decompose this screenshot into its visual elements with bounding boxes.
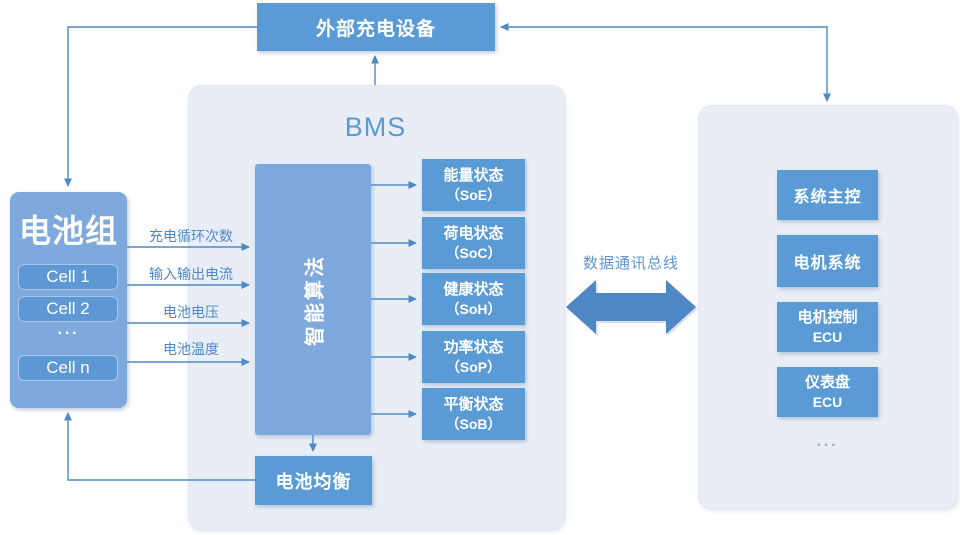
battery-cell-1-label: Cell 1 <box>46 267 90 286</box>
signal-label-charge-cycles: 充电循环次数 <box>149 228 233 244</box>
data-bus-arrow <box>566 280 698 336</box>
vehicle-item-motor-control-ecu: 电机控制 ECU <box>777 302 878 352</box>
state-soh-abbr: （SoH） <box>445 300 502 317</box>
algorithm-label: 智能算法 <box>304 253 327 346</box>
algorithm-box: 智能算法 <box>255 164 371 435</box>
state-box-sob: 平衡状态 （SoB） <box>422 388 525 440</box>
state-sop-name: 功率状态 <box>443 339 504 357</box>
battery-cell-2: Cell 2 <box>18 296 118 322</box>
vehicle-item-system-master-label: 系统主控 <box>793 189 862 206</box>
vehicle-item-motor-system: 电机系统 <box>777 235 878 287</box>
battery-pack-box: 电池组 Cell 1 Cell 2 ··· Cell n <box>10 192 127 408</box>
charger-label: 外部充电设备 <box>315 18 436 40</box>
state-box-soc: 荷电状态 （SoC） <box>422 217 525 269</box>
battery-cells-ellipsis: ··· <box>57 325 80 342</box>
state-soh-name: 健康状态 <box>443 281 504 299</box>
battery-pack-title: 电池组 <box>18 213 118 249</box>
battery-cell-2-label: Cell 2 <box>46 299 90 318</box>
state-box-soh: 健康状态 （SoH） <box>422 273 525 325</box>
charger-box: 外部充电设备 <box>257 3 495 51</box>
state-box-soe: 能量状态 （SoE） <box>422 159 525 211</box>
state-sob-abbr: （SoB） <box>445 415 502 432</box>
vehicle-item-dashboard-line2: ECU <box>812 393 843 410</box>
signal-label-voltage: 电池电压 <box>163 304 219 320</box>
battery-cell-n-label: Cell n <box>46 358 90 377</box>
state-sop-abbr: （SoP） <box>445 358 502 375</box>
state-box-sop: 功率状态 （SoP） <box>422 331 525 383</box>
state-sob-name: 平衡状态 <box>443 396 504 414</box>
vehicle-item-motor-control-line2: ECU <box>812 328 843 345</box>
state-soe-name: 能量状态 <box>443 167 504 185</box>
vehicle-item-motor-system-label: 电机系统 <box>793 255 862 272</box>
signal-label-temperature: 电池温度 <box>163 341 219 357</box>
state-soe-abbr: （SoE） <box>445 186 502 203</box>
signal-label-io-current: 输入输出电流 <box>149 266 233 282</box>
balance-label: 电池均衡 <box>275 471 352 492</box>
vehicle-items-ellipsis: ··· <box>816 437 839 454</box>
state-soc-abbr: （SoC） <box>445 244 502 261</box>
state-soc-name: 荷电状态 <box>443 225 504 243</box>
battery-cell-1: Cell 1 <box>18 264 118 290</box>
vehicle-item-motor-control-line1: 电机控制 <box>797 309 858 327</box>
vehicle-item-dashboard-line1: 仪表盘 <box>804 374 850 392</box>
battery-cell-n: Cell n <box>18 355 118 381</box>
bms-title: BMS <box>344 112 407 142</box>
data-bus-label: 数据通讯总线 <box>582 255 679 272</box>
balance-box: 电池均衡 <box>255 456 372 505</box>
vehicle-item-system-master: 系统主控 <box>777 170 878 220</box>
vehicle-item-dashboard-ecu: 仪表盘 ECU <box>777 367 878 417</box>
